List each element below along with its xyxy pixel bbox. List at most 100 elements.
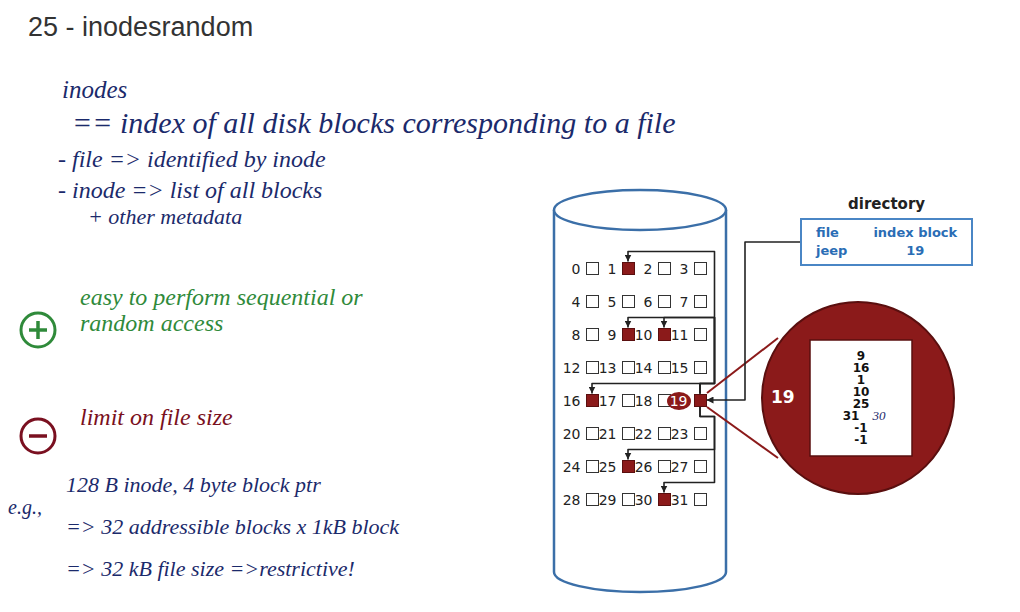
cylinder-body bbox=[554, 210, 726, 592]
disk-block: 28 bbox=[586, 493, 599, 506]
block-number: 30 bbox=[635, 491, 653, 509]
block-number: 24 bbox=[563, 458, 581, 476]
block-number: 20 bbox=[563, 425, 581, 443]
block-number: 28 bbox=[563, 491, 581, 509]
directory-table: directoryfileindex blockjeep19 bbox=[800, 218, 973, 266]
disk-block: 4 bbox=[586, 295, 599, 308]
table-cell: 19 bbox=[873, 243, 957, 259]
index-block-view bbox=[810, 340, 912, 456]
block-number: 0 bbox=[572, 260, 581, 278]
zoom-circle bbox=[762, 302, 954, 494]
plus-bar bbox=[36, 321, 40, 339]
block-pointer: 16 bbox=[846, 362, 876, 374]
example-note: => 32 kB file size =>restrictive! bbox=[66, 556, 355, 581]
disk-block: 16 bbox=[586, 394, 599, 407]
handwritten-correction: 30 bbox=[864, 409, 894, 422]
block-number: 25 bbox=[599, 458, 617, 476]
disk-block: 27 bbox=[694, 460, 707, 473]
table-cell: file bbox=[816, 225, 847, 241]
block-number: 12 bbox=[563, 359, 581, 377]
disk-block: 29 bbox=[622, 493, 635, 506]
minus-icon bbox=[21, 419, 55, 453]
disk-block: 25 bbox=[622, 460, 635, 473]
disk-cylinder bbox=[554, 190, 726, 592]
block-number: 2 bbox=[644, 260, 653, 278]
disk-block: 1 bbox=[622, 262, 635, 275]
block-number: 31 bbox=[671, 491, 689, 509]
block-pointer-arrow bbox=[664, 407, 715, 493]
minus-bar bbox=[29, 434, 47, 438]
disk-block: 31 bbox=[694, 493, 707, 506]
block-number: 27 bbox=[671, 458, 689, 476]
block-pointer: 25 bbox=[846, 398, 876, 410]
table-cell: index block bbox=[873, 225, 957, 241]
block-number: 15 bbox=[671, 359, 689, 377]
disk-block: 7 bbox=[694, 295, 707, 308]
disk-block: 0 bbox=[586, 262, 599, 275]
disk-block: 17 bbox=[622, 394, 635, 407]
index-block-number: 19 bbox=[771, 388, 795, 408]
zoom-callout bbox=[707, 302, 954, 494]
block-pointer: 9 bbox=[846, 350, 876, 362]
block-number: 17 bbox=[599, 392, 617, 410]
disk-block: 23 bbox=[694, 427, 707, 440]
block-pointer-arrow bbox=[628, 318, 715, 394]
disk-block: 14 bbox=[658, 361, 671, 374]
block-pointer: 10 bbox=[846, 386, 876, 398]
block-number: 23 bbox=[671, 425, 689, 443]
disk-block: 26 bbox=[658, 460, 671, 473]
block-number: 29 bbox=[599, 491, 617, 509]
example-marker: e.g., bbox=[8, 496, 42, 519]
disk-block: 2 bbox=[658, 262, 671, 275]
disk-block: 24 bbox=[586, 460, 599, 473]
cylinder-top bbox=[554, 190, 726, 230]
block-number: 10 bbox=[635, 326, 653, 344]
disadvantage-note: limit on file size bbox=[80, 404, 233, 432]
block-pointer: 31 bbox=[836, 410, 866, 422]
disk-block: 5 bbox=[622, 295, 635, 308]
block-number: 26 bbox=[635, 458, 653, 476]
heading-note: inodes bbox=[62, 76, 127, 105]
slide-title: 25 - inodesrandom bbox=[28, 12, 253, 43]
disk-block: 13 bbox=[622, 361, 635, 374]
disk-block: 6 bbox=[658, 295, 671, 308]
minus-circle bbox=[21, 419, 55, 453]
advantage-note: easy to perform sequential or random acc… bbox=[80, 284, 370, 337]
block-number: 9 bbox=[608, 326, 617, 344]
bullet-note: - inode => list of all blocks bbox=[58, 177, 322, 205]
block-number: 7 bbox=[680, 293, 689, 311]
block-number: 5 bbox=[608, 293, 617, 311]
block-pointer-arrow bbox=[628, 407, 715, 460]
block-pointer-arrow bbox=[628, 252, 715, 394]
block-number: 21 bbox=[599, 425, 617, 443]
disk-block: 20 bbox=[586, 427, 599, 440]
disk-block: 3 bbox=[694, 262, 707, 275]
plus-circle bbox=[21, 313, 55, 347]
block-pointer: -1 bbox=[846, 434, 876, 446]
bullet-note: - file => identified by inode bbox=[58, 146, 326, 174]
block-number: 3 bbox=[680, 260, 689, 278]
block-number: 8 bbox=[572, 326, 581, 344]
disk-block: 11 bbox=[694, 328, 707, 341]
disk-block: 8 bbox=[586, 328, 599, 341]
bullet-note: + other metadata bbox=[88, 204, 242, 229]
block-number: 11 bbox=[671, 326, 689, 344]
block-number: 16 bbox=[563, 392, 581, 410]
definition-note: == index of all disk blocks correspondin… bbox=[72, 106, 675, 141]
disk-block: 10 bbox=[658, 328, 671, 341]
directory-pointer bbox=[707, 242, 801, 400]
block-pointer: 1 bbox=[846, 374, 876, 386]
block-number: 19 bbox=[667, 392, 691, 410]
plus-icon bbox=[21, 313, 55, 347]
disk-block: 21 bbox=[622, 427, 635, 440]
disk-block: 9 bbox=[622, 328, 635, 341]
block-number: 22 bbox=[635, 425, 653, 443]
table-heading: directory bbox=[802, 195, 971, 213]
block-number: 13 bbox=[599, 359, 617, 377]
example-note: 128 B inode, 4 byte block ptr bbox=[66, 472, 321, 497]
block-number: 1 bbox=[608, 260, 617, 278]
block-number: 4 bbox=[572, 293, 581, 311]
block-pointer-arrow bbox=[664, 318, 715, 394]
block-number: 18 bbox=[635, 392, 653, 410]
